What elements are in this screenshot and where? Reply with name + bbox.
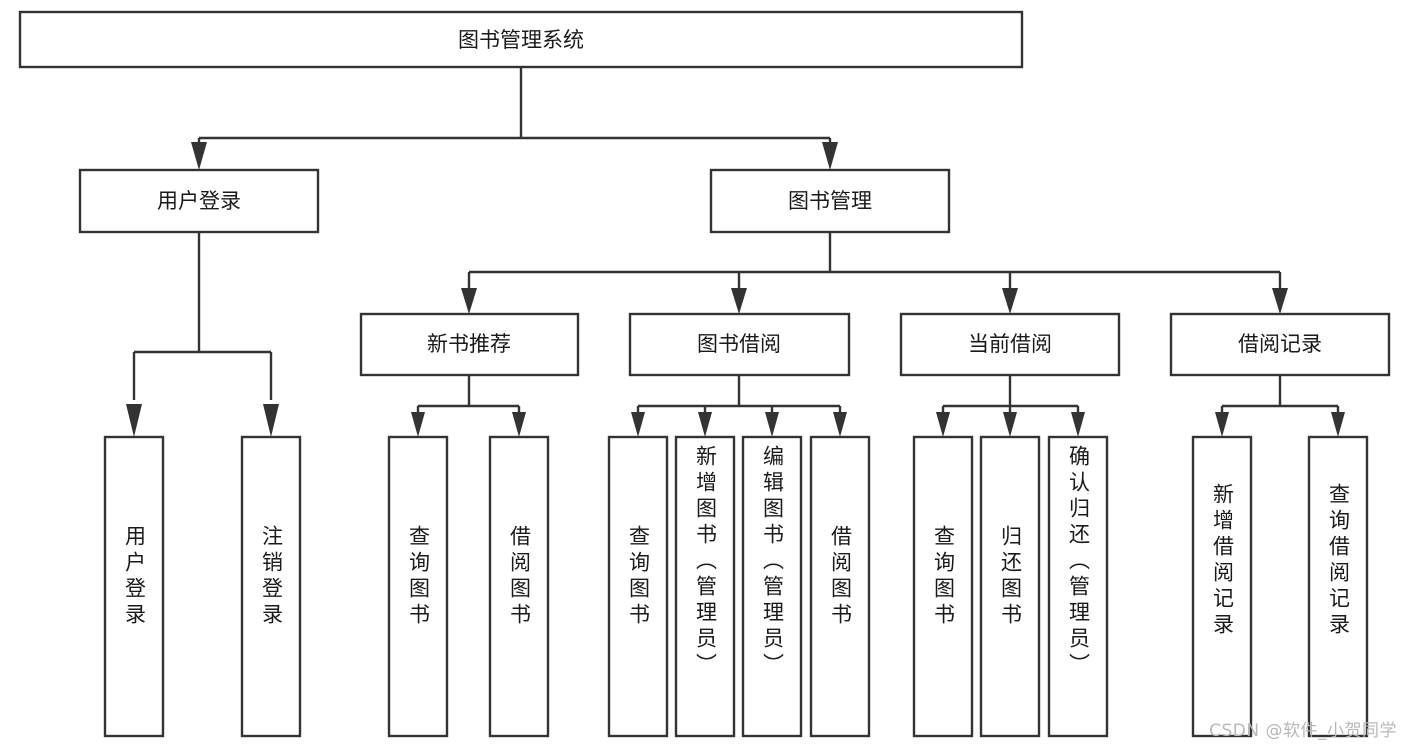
leaf-box-bb-4[interactable] — [809, 435, 871, 738]
arrow-head-book-borrow — [731, 288, 747, 314]
connector-group-root — [191, 67, 838, 170]
leaf-box-user-login-2[interactable] — [240, 435, 302, 738]
arrow-head-leaf-bb-3 — [765, 412, 779, 437]
leaf-box-bb-2[interactable] — [674, 435, 736, 738]
node-user-login-label: 用户登录 — [157, 189, 241, 213]
node-current-borrow[interactable] — [899, 312, 1121, 377]
leaf-box-br-1[interactable] — [1191, 435, 1253, 738]
leaf-box-bb-3[interactable] — [741, 435, 803, 738]
arrow-head-borrow-record — [1272, 288, 1288, 314]
arrow-head-leaf-user-login-1 — [126, 404, 142, 437]
connector-group-new-book-recommend — [411, 375, 526, 437]
leaf-box-nbr-1[interactable] — [387, 435, 449, 738]
leaf-box-br-2[interactable] — [1307, 435, 1369, 738]
arrow-head-leaf-nbr-2 — [512, 412, 526, 437]
leaf-box-cb-2[interactable] — [979, 435, 1041, 738]
leaf-box-cb-3[interactable] — [1047, 435, 1109, 738]
connector-group-current-borrow — [936, 375, 1085, 437]
leaf-box-bb-1[interactable] — [607, 435, 669, 738]
arrow-head-leaf-br-1 — [1215, 412, 1229, 437]
arrow-head-leaf-cb-3 — [1071, 412, 1085, 437]
arrow-head-leaf-nbr-1 — [411, 412, 425, 437]
arrow-head-new-book-recommend — [461, 288, 477, 314]
arrow-head-leaf-br-2 — [1331, 412, 1345, 437]
node-borrow-record-label: 借阅记录 — [1238, 332, 1322, 356]
arrow-head-leaf-user-login-2 — [263, 404, 279, 437]
node-book-management-label: 图书管理 — [788, 189, 872, 213]
connector-group-user-login — [126, 232, 279, 437]
node-user-login[interactable] — [78, 168, 320, 234]
node-book-management[interactable] — [709, 168, 951, 234]
arrow-head-leaf-cb-1 — [936, 412, 950, 437]
node-new-book-recommend[interactable] — [359, 312, 580, 377]
node-root-label: 图书管理系统 — [458, 28, 584, 52]
node-book-borrow[interactable] — [628, 312, 851, 377]
leaf-box-user-login-1[interactable] — [103, 435, 165, 738]
arrow-head-leaf-bb-4 — [833, 412, 847, 437]
connector-group-borrow-record — [1215, 375, 1345, 437]
node-root-book-management-system[interactable] — [18, 10, 1024, 69]
arrow-head-book-manage — [822, 142, 838, 170]
connector-group-book-borrow — [631, 375, 847, 437]
arrow-head-current-borrow — [1002, 288, 1018, 314]
node-borrow-record[interactable] — [1169, 312, 1391, 377]
arrow-head-leaf-cb-2 — [1003, 412, 1017, 437]
node-book-borrow-label: 图书借阅 — [697, 332, 781, 356]
csdn-watermark: CSDN @软件_小贺同学 — [1209, 721, 1397, 741]
arrow-head-leaf-bb-1 — [631, 412, 645, 437]
leaf-box-nbr-2[interactable] — [488, 435, 550, 738]
connector-group-book-manage — [461, 232, 1288, 314]
node-new-book-recommend-label: 新书推荐 — [427, 332, 511, 356]
node-current-borrow-label: 当前借阅 — [968, 332, 1052, 356]
arrow-head-user-login — [191, 142, 207, 170]
arrow-head-leaf-bb-2 — [698, 412, 712, 437]
leaf-box-cb-1[interactable] — [912, 435, 974, 738]
